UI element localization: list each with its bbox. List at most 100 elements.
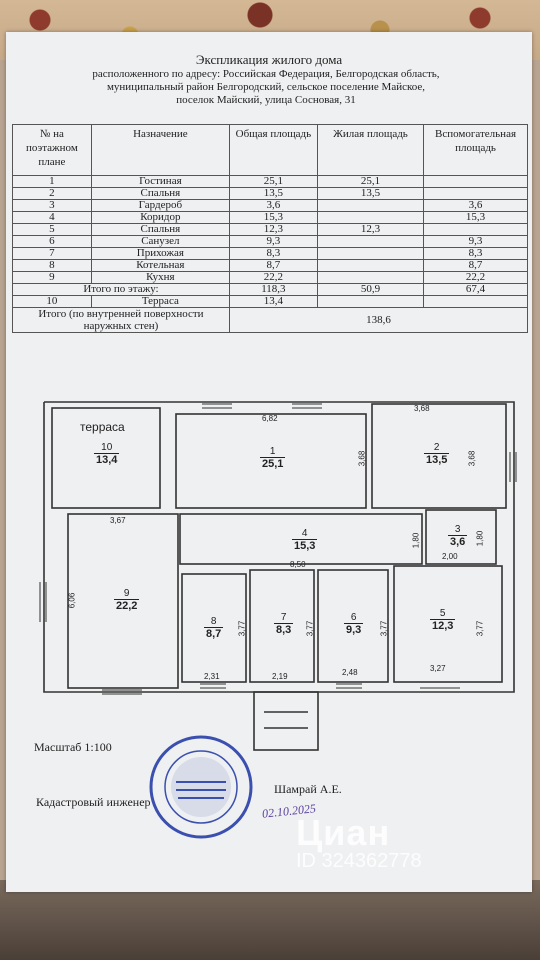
cell: 13,5 — [316, 187, 425, 200]
dimension: 3,68 — [414, 404, 430, 413]
room-area: 13,4 — [94, 453, 120, 466]
cell: 3,6 — [423, 199, 528, 212]
floor-total-label: Итого по этажу: — [12, 283, 230, 296]
dimension: 2,31 — [204, 672, 220, 681]
cell — [423, 175, 528, 188]
room-area: 12,3 — [430, 619, 456, 632]
cell: 15,3 — [228, 211, 318, 224]
cell: 12,3 — [316, 223, 425, 236]
dimension: 1,80 — [475, 530, 485, 547]
col-header-number: № на поэтажном плане — [12, 124, 92, 176]
dimension: 3,77 — [379, 620, 389, 637]
cell: 25,1 — [228, 175, 318, 188]
cell: Гостиная — [90, 175, 230, 188]
room-number: 7 — [280, 612, 287, 623]
dimension: 2,00 — [442, 552, 458, 561]
address-line: муниципальный район Белгородский, сельск… — [106, 81, 426, 93]
cell — [316, 199, 425, 212]
cell: 9,3 — [423, 235, 528, 248]
col-header-purpose: Назначение — [90, 124, 230, 176]
address-line: расположенного по адресу: Российская Фед… — [92, 68, 440, 80]
room-label-corridor: 4 15,3 — [292, 528, 318, 552]
cell: 5 — [12, 223, 92, 236]
table-row: 8 Котельная 8,7 8,7 — [12, 259, 528, 272]
cell: Санузел — [90, 235, 230, 248]
floor-living-area: 50,9 — [316, 283, 425, 296]
cell — [316, 247, 425, 260]
cell: Прихожая — [90, 247, 230, 260]
table-row-floor-total: Итого по этажу: 118,3 50,9 67,4 — [12, 283, 528, 296]
cell: 8,3 — [423, 247, 528, 260]
table-row: 9 Кухня 22,2 22,2 — [12, 271, 528, 284]
dimension: 3,77 — [237, 620, 247, 637]
table-row: 3 Гардероб 3,6 3,6 — [12, 199, 528, 212]
cian-watermark: Циан ID 324362778 — [296, 812, 422, 873]
dimension: 1,80 — [411, 532, 421, 549]
room-area: 15,3 — [292, 539, 318, 552]
cell: 10 — [12, 295, 92, 308]
room-number: 9 — [123, 588, 130, 599]
dimension: 3,68 — [467, 450, 477, 467]
cell: 9,3 — [228, 235, 318, 248]
floor-aux-area: 67,4 — [423, 283, 528, 296]
grand-total-value: 138,6 — [228, 307, 529, 333]
cell: 15,3 — [423, 211, 528, 224]
room-number: 10 — [101, 442, 113, 453]
table-row: 6 Санузел 9,3 9,3 — [12, 235, 528, 248]
room-area: 9,3 — [344, 623, 364, 636]
cell: 3 — [12, 199, 92, 212]
dimension: 6,06 — [67, 592, 77, 609]
cell: Гардероб — [90, 199, 230, 212]
engineer-label: Кадастровый инженер — [36, 795, 151, 809]
explication-table: № на поэтажном плане Назначение Общая пл… — [12, 124, 529, 333]
col-header-total-area: Общая площадь — [228, 124, 318, 176]
floor-total-area: 118,3 — [228, 283, 318, 296]
official-stamp — [149, 735, 253, 839]
cell — [423, 187, 528, 200]
cell — [316, 211, 425, 224]
address-line: поселок Майский, улица Сосновая, 31 — [176, 94, 356, 106]
cell — [316, 235, 425, 248]
cell: 8,7 — [228, 259, 318, 272]
cell — [316, 295, 425, 308]
room-label-bedroom-5: 5 12,3 — [430, 608, 456, 632]
col-header-aux-area: Вспомогательная площадь — [423, 124, 528, 176]
table-row-grand-total: Итого (по внутренней поверхности наружны… — [12, 307, 529, 333]
grand-total-label: Итого (по внутренней поверхности наружны… — [12, 307, 230, 333]
room-label-kitchen: 9 22,2 — [114, 588, 140, 612]
room-label-wardrobe: 3 3,6 — [448, 524, 468, 548]
floor-plan-drawing — [39, 401, 517, 751]
cell: 7 — [12, 247, 92, 260]
room-label-bedroom-2: 2 13,5 — [424, 442, 450, 466]
room-area: 8,3 — [274, 623, 294, 636]
cell: 22,2 — [423, 271, 528, 284]
cell: Кухня — [90, 271, 230, 284]
dimension: 2,48 — [342, 668, 358, 677]
cell: 12,3 — [228, 223, 318, 236]
room-area: 8,7 — [204, 627, 224, 640]
room-area: 13,5 — [424, 453, 450, 466]
cell: 13,4 — [228, 295, 318, 308]
table-row: 4 Коридор 15,3 15,3 — [12, 211, 528, 224]
watermark-logo: Циан — [296, 812, 391, 853]
table-row: 1 Гостиная 25,1 25,1 — [12, 175, 528, 188]
room-area: 25,1 — [260, 457, 286, 470]
scale-label: Масштаб 1:100 — [34, 740, 112, 754]
table-header-row: № на поэтажном плане Назначение Общая пл… — [12, 124, 528, 176]
room-number: 5 — [439, 608, 446, 619]
room-number: 1 — [269, 446, 276, 457]
dimension: 6,82 — [262, 414, 278, 423]
cell: Коридор — [90, 211, 230, 224]
cell: 13,5 — [228, 187, 318, 200]
cell: Спальня — [90, 187, 230, 200]
cell: 9 — [12, 271, 92, 284]
room-label-hall: 7 8,3 — [274, 612, 294, 636]
cell: Котельная — [90, 259, 230, 272]
background-floor — [0, 880, 540, 960]
room-area: 3,6 — [448, 535, 468, 548]
cell: 3,6 — [228, 199, 318, 212]
document-title: Экспликация жилого дома — [195, 52, 343, 67]
cell: 8,7 — [423, 259, 528, 272]
cell — [316, 271, 425, 284]
table-row: 5 Спальня 12,3 12,3 — [12, 223, 528, 236]
